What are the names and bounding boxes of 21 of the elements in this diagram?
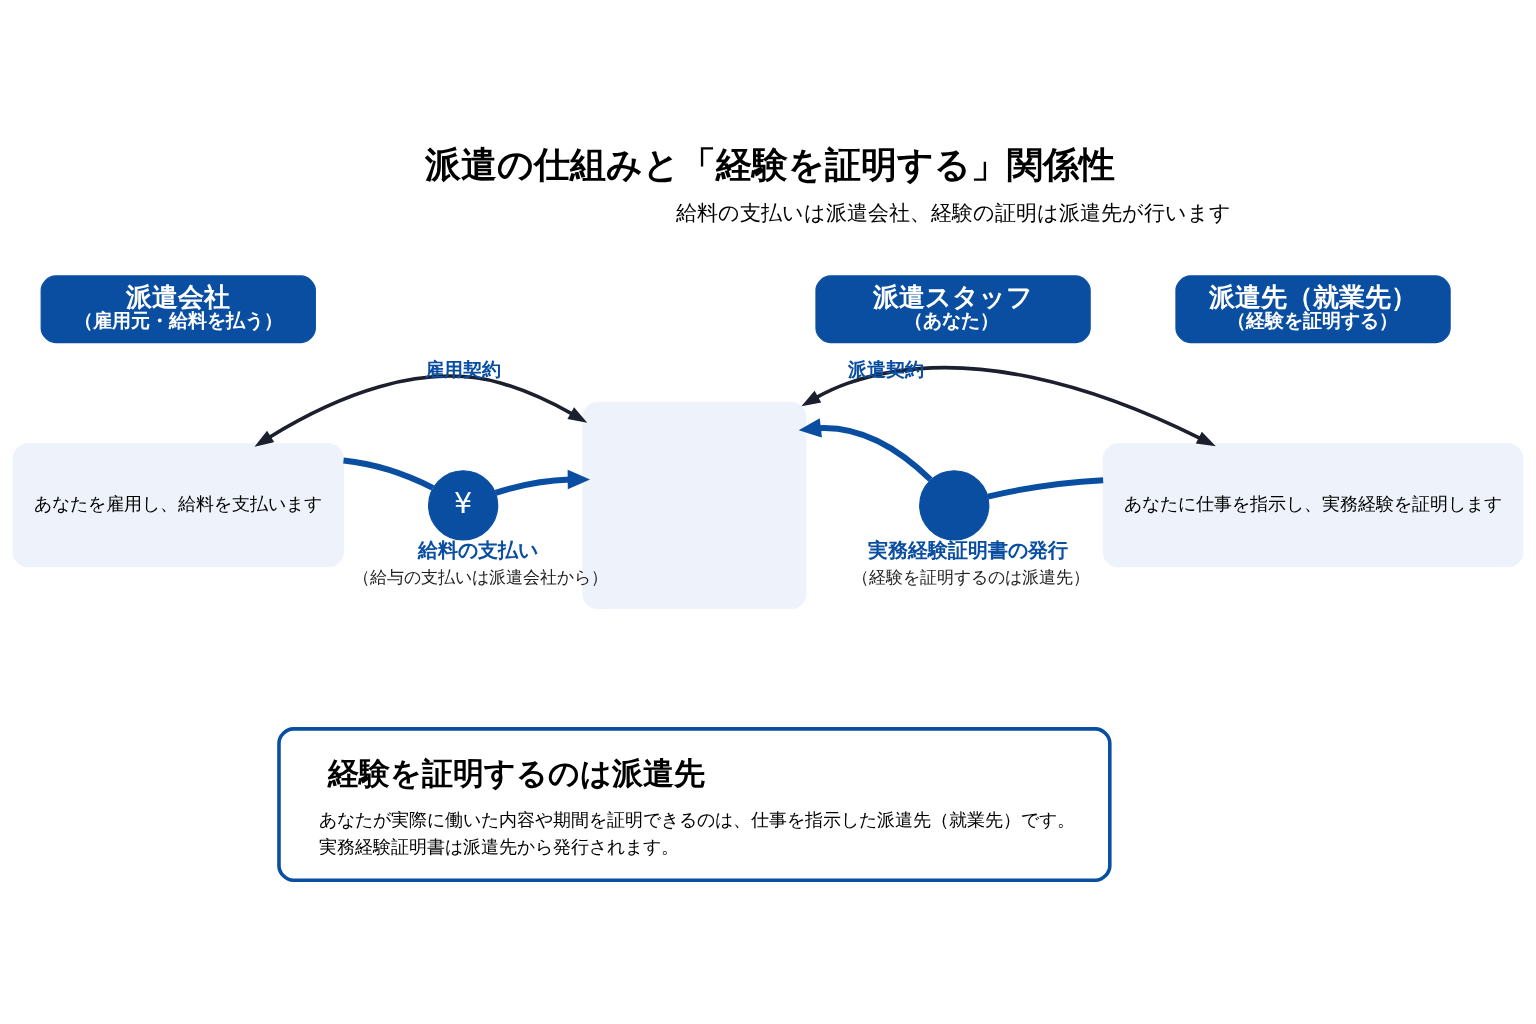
- node-circle: [919, 469, 990, 540]
- node-label: （給与の支払いは派遣会社から）: [352, 567, 608, 587]
- arrow: [801, 365, 1216, 446]
- connector: [987, 476, 1104, 499]
- node-label: 給料の支払い: [418, 537, 539, 562]
- node-box: 派遣先（就業先） （経験を証明する）: [1175, 274, 1451, 343]
- node-box: あなたを雇用し、給料を支払います: [12, 442, 344, 567]
- node-box: 経験を証明するのは派遣先 あなたが実際に働いた内容や期間を証明できるのは、仕事を指示した派遣先（就業先）です。 実務経験証明書は派遣先から発行されます。: [277, 726, 1112, 882]
- node-box: あなたに仕事を指示し、実務経験を証明します: [1102, 442, 1524, 567]
- node-circle: ¥: [428, 469, 499, 540]
- node-box: 派遣会社 （雇用元・給料を払う）: [40, 274, 316, 343]
- arrow: [798, 417, 933, 482]
- diagram-title: 派遣の仕組みと「経験を証明する」関係性: [425, 143, 1116, 185]
- node-label: （経験を証明するのは派遣先）: [852, 567, 1091, 587]
- node-label: 実務経験証明書の発行: [868, 537, 1069, 562]
- arrow: [254, 374, 588, 447]
- label: 給料の支払いは派遣会社、経験の証明は派遣先が行います: [675, 199, 1231, 225]
- edge-label: 雇用契約: [425, 357, 501, 380]
- connector: [343, 457, 435, 490]
- node-box: 派遣スタッフ （あなた）: [815, 274, 1091, 343]
- arrow: [494, 469, 591, 496]
